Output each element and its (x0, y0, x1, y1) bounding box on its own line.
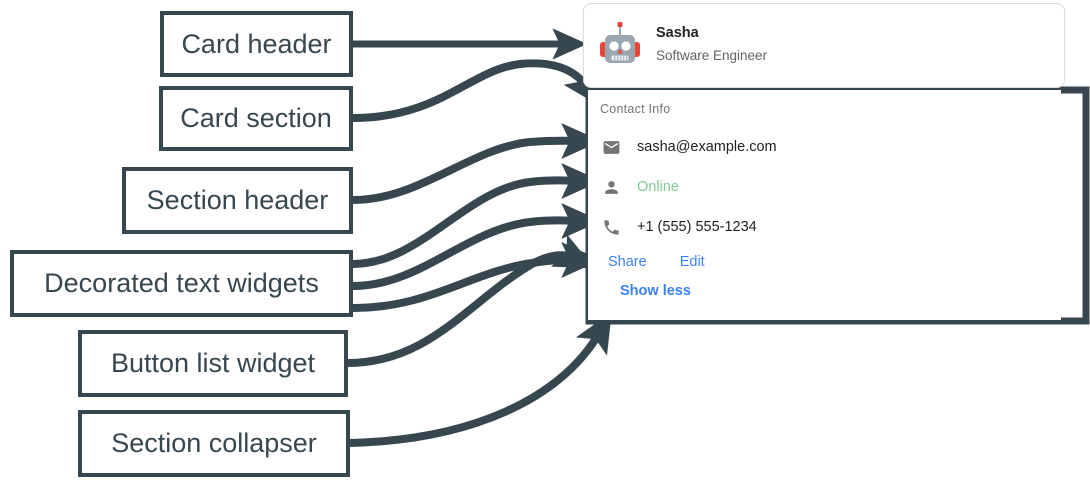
arrow-decorated-text-1 (352, 162, 602, 268)
contact-role: Software Engineer (656, 48, 768, 64)
phone-icon (600, 216, 622, 238)
arrow-section-header (352, 122, 602, 204)
callout-card-header-label: Card header (181, 28, 332, 59)
phone-value: +1 (555) 555-1234 (637, 218, 757, 235)
arrow-card-section (352, 59, 602, 122)
decorated-text-row-status: Online (600, 176, 679, 198)
callout-section-collapser: Section collapser (78, 410, 350, 477)
callout-section-header: Section header (122, 167, 353, 234)
decorated-text-row-email: sasha@example.com (600, 136, 777, 158)
callout-decorated-text-widgets-label: Decorated text widgets (44, 268, 319, 298)
email-icon (600, 136, 622, 158)
share-button[interactable]: Share (608, 254, 647, 270)
email-value: sasha@example.com (637, 138, 777, 155)
callout-card-header: Card header (160, 11, 353, 77)
arrow-section-collapser (349, 312, 612, 447)
card-header-text: Sasha Software Engineer (656, 25, 768, 64)
card-header: Sasha Software Engineer (584, 4, 1064, 70)
contact-name: Sasha (656, 25, 699, 42)
callout-button-list-widget: Button list widget (78, 330, 348, 397)
status-value: Online (637, 178, 679, 195)
robot-avatar-icon (598, 20, 642, 70)
callout-card-section: Card section (159, 86, 353, 151)
card-section-contact-info: Contact Info sasha@example.com Online (588, 90, 1061, 320)
callout-button-list-widget-label: Button list widget (110, 348, 316, 378)
person-icon (600, 176, 622, 198)
section-header-contact-info: Contact Info (600, 102, 671, 116)
arrow-decorated-text-3 (352, 241, 602, 312)
edit-button[interactable]: Edit (679, 254, 705, 270)
callout-section-collapser-label: Section collapser (111, 428, 317, 458)
callout-section-header-label: Section header (146, 185, 329, 215)
arrow-decorated-text-2 (352, 202, 602, 290)
callout-decorated-text-widgets: Decorated text widgets (10, 250, 353, 317)
contact-card: Sasha Software Engineer (583, 3, 1065, 88)
decorated-text-row-phone: +1 (555) 555-1234 (600, 216, 757, 238)
button-list-widget: Share Edit (608, 255, 705, 270)
arrow-button-list (347, 234, 595, 367)
callout-card-section-label: Card section (180, 103, 332, 133)
section-collapser-button[interactable]: Show less (620, 283, 691, 299)
